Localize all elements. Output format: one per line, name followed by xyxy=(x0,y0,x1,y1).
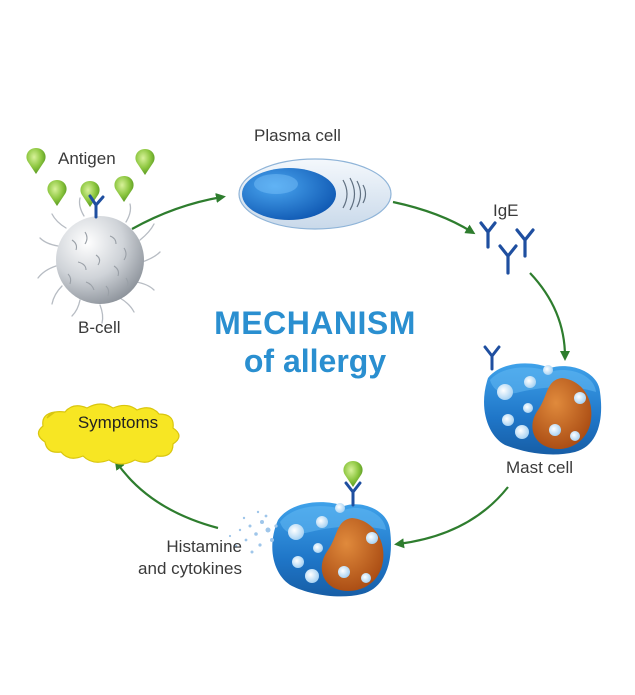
antigen-label: Antigen xyxy=(58,149,116,168)
b-cell-icon xyxy=(37,194,161,324)
arrow-histamine-to-symptoms xyxy=(114,459,219,530)
symptoms-cloud-icon xyxy=(37,403,180,465)
cycle-arrows xyxy=(114,193,570,549)
title-line-2: of allergy xyxy=(243,343,387,379)
activated-mast-cell-icon xyxy=(272,461,391,597)
arrow-mastcell-to-activated xyxy=(394,486,509,549)
arrow-bcell-to-plasma xyxy=(131,193,226,230)
bound-antigen-icon xyxy=(343,461,363,487)
plasma-cell-icon xyxy=(238,158,392,230)
arrow-ige-to-mastcell xyxy=(529,272,570,361)
arrow-plasma-to-ige xyxy=(392,200,476,235)
symptoms-label: Symptoms xyxy=(77,413,159,432)
mast-cell-icon xyxy=(483,345,602,455)
bcell-receptor-icon xyxy=(88,194,105,219)
mast-cell-ige-icon xyxy=(483,345,501,371)
b-cell-label: B-cell xyxy=(78,318,121,337)
title-line-1: MECHANISM xyxy=(214,305,416,341)
ige-label: IgE xyxy=(493,201,519,220)
histamine-label: Histamine and cytokines xyxy=(110,536,242,580)
histamine-particles-icon xyxy=(228,510,278,554)
ige-antibody-icon xyxy=(479,221,535,275)
histamine-label-line-1: Histamine xyxy=(166,537,242,556)
plasma-cell-label: Plasma cell xyxy=(254,126,341,145)
bound-ige-icon xyxy=(344,481,362,507)
antigen-icon xyxy=(26,148,155,207)
histamine-label-line-2: and cytokines xyxy=(138,559,242,578)
mast-cell-label: Mast cell xyxy=(506,458,574,477)
